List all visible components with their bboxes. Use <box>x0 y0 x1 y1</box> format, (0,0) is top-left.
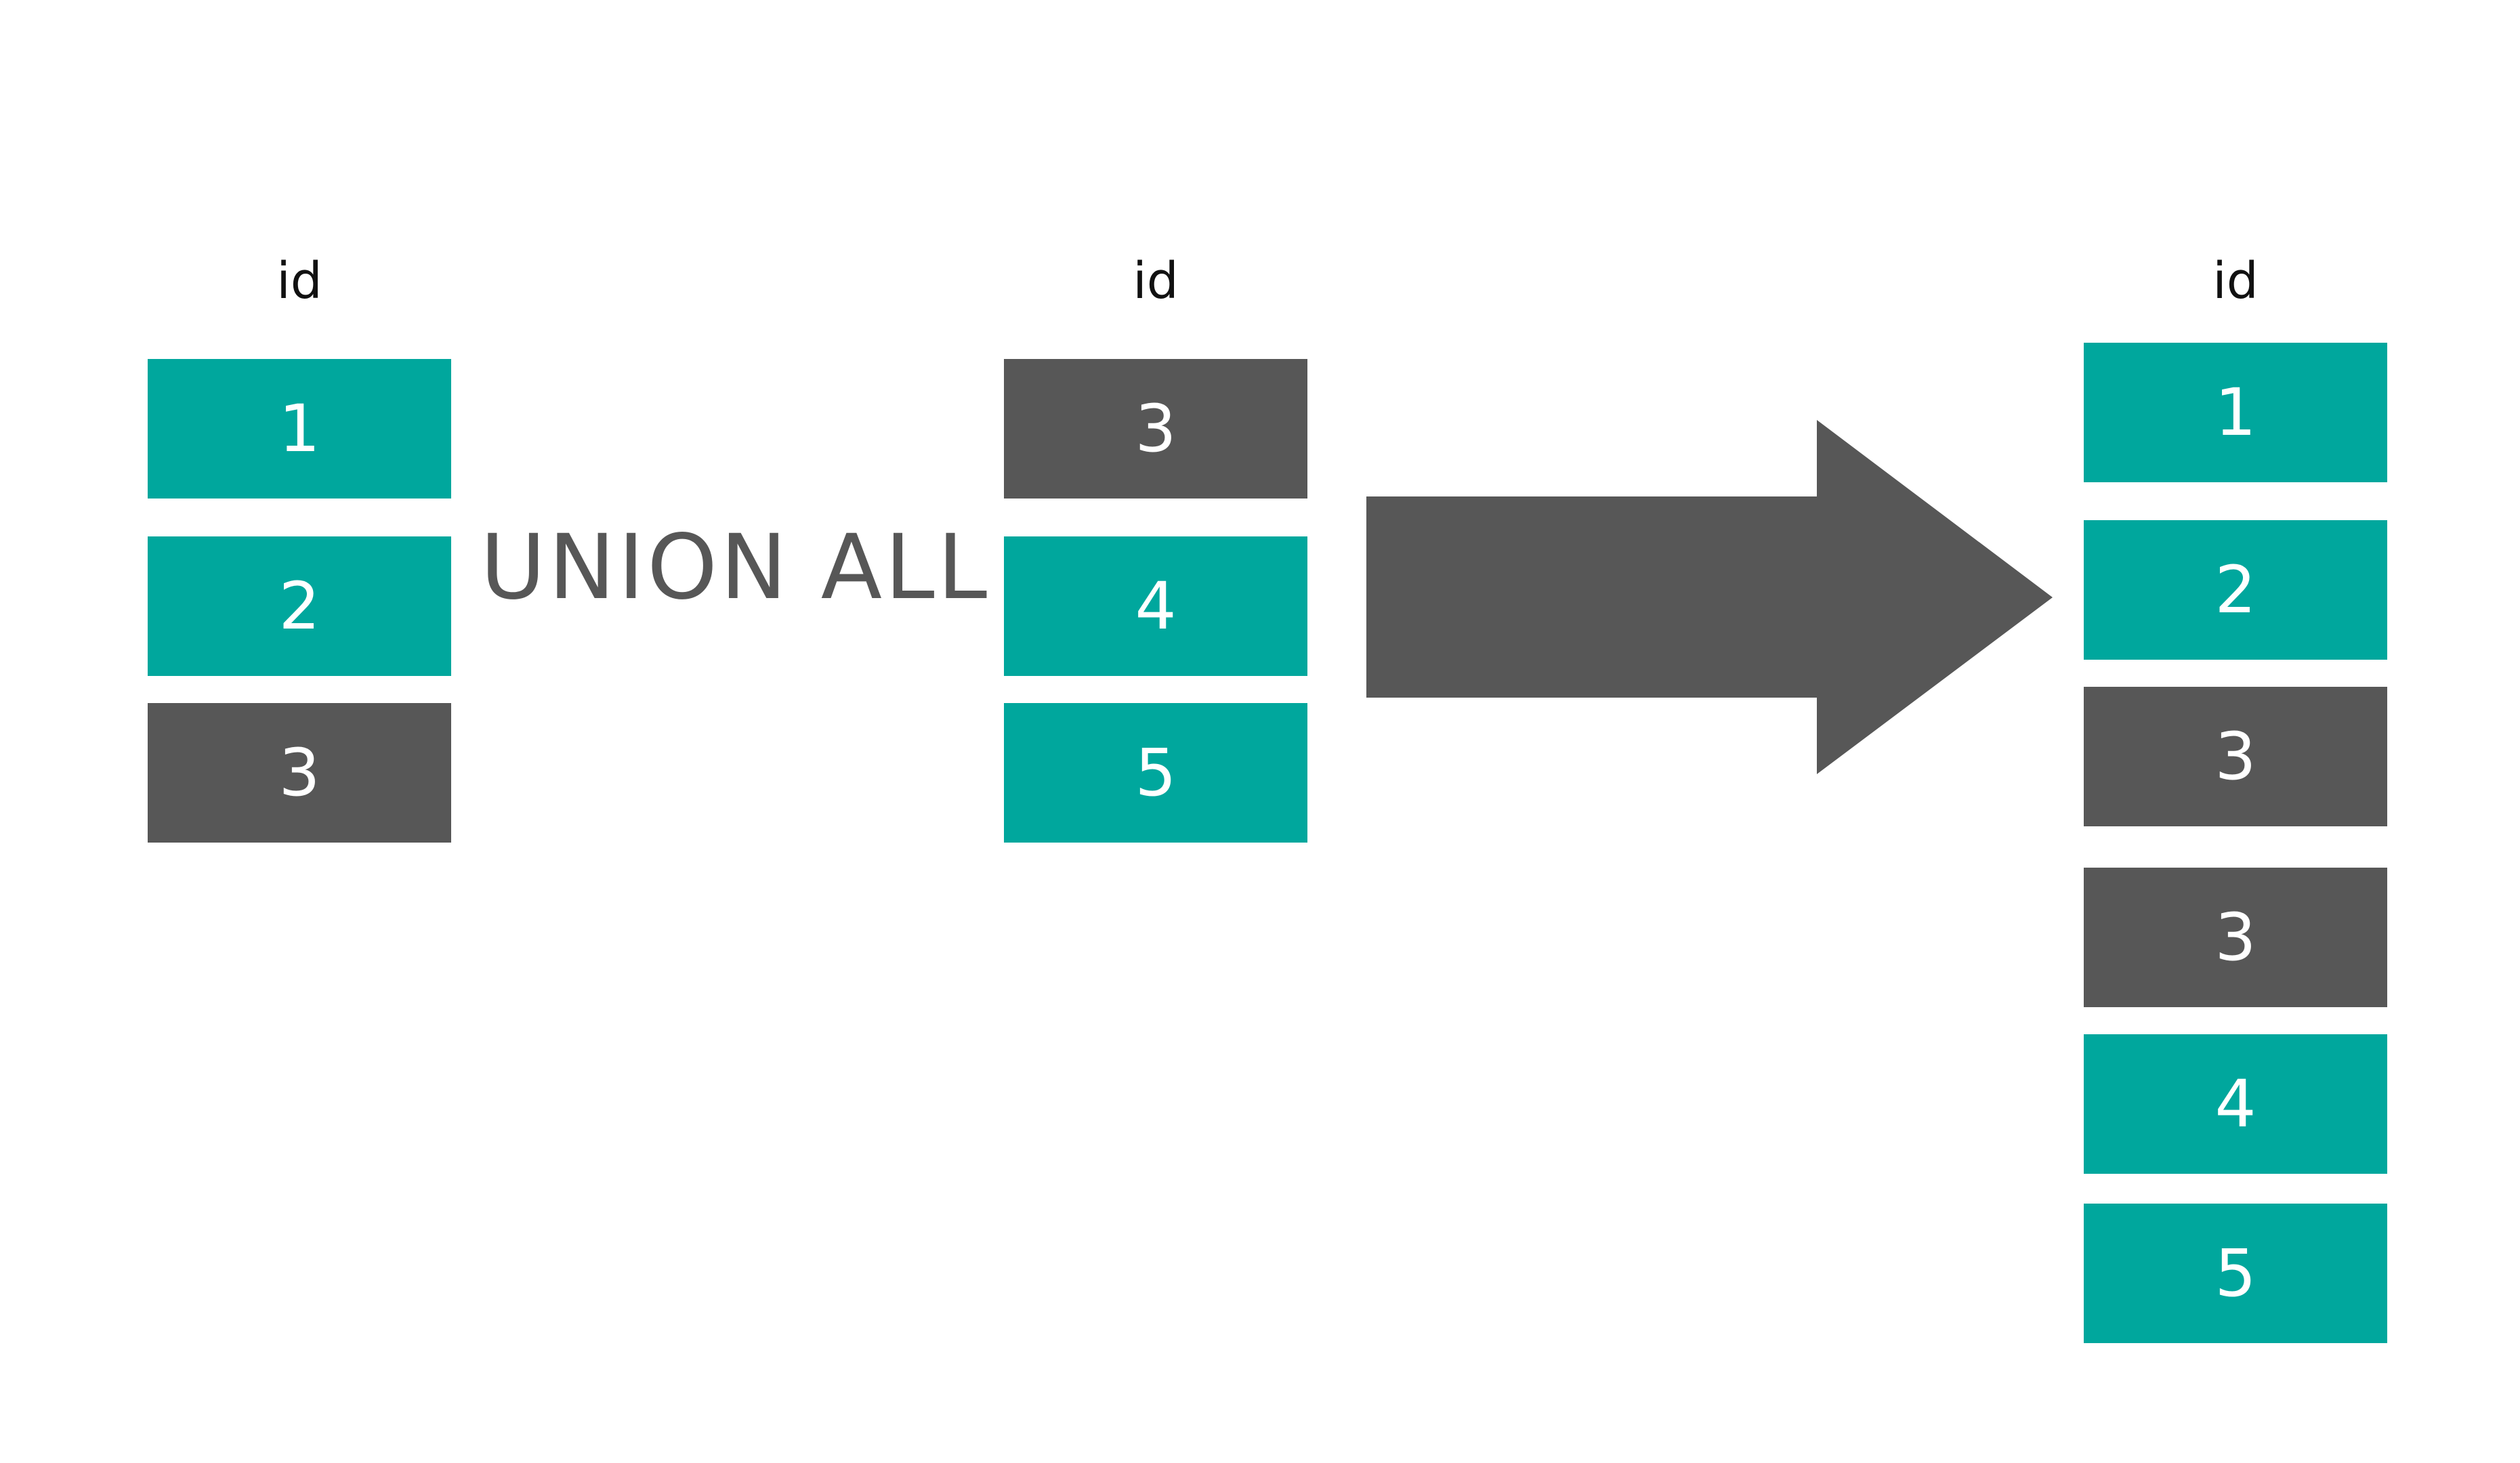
left-table-cell-2: 2 <box>148 536 451 676</box>
arrow-right-shape <box>1366 420 2053 774</box>
result-table-cell-4: 3 <box>2084 868 2387 1007</box>
union-all-label: UNION ALL <box>480 515 990 620</box>
middle-table-cell-2: 4 <box>1004 536 1307 676</box>
left-table-cell-3: 3 <box>148 703 451 843</box>
middle-table-cell-1: 3 <box>1004 359 1307 499</box>
result-table-cell-1: 1 <box>2084 343 2387 482</box>
left-table-cell-1: 1 <box>148 359 451 499</box>
result-table-cell-5: 4 <box>2084 1034 2387 1174</box>
result-table-cell-2: 2 <box>2084 520 2387 660</box>
result-table-header: id <box>2212 252 2259 310</box>
result-table-cell-3: 3 <box>2084 687 2387 826</box>
left-table-header: id <box>276 252 322 310</box>
result-table-cell-6: 5 <box>2084 1204 2387 1343</box>
middle-table-header: id <box>1133 252 1179 310</box>
middle-table-cell-3: 5 <box>1004 703 1307 843</box>
